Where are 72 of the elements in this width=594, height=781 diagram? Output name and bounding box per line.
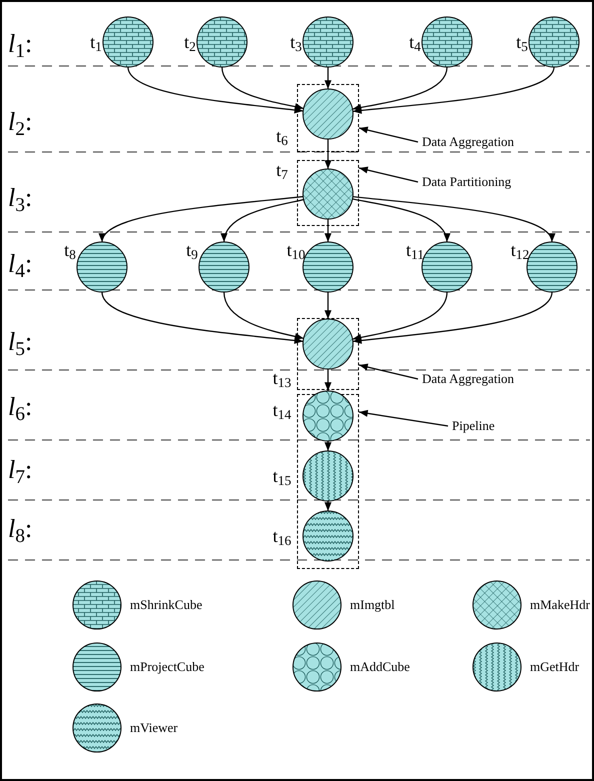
level-label: l$_{7}$: (8, 455, 32, 485)
task-label: t$_{11}$ (406, 239, 424, 261)
task-label: t$_{12}$ (510, 239, 530, 261)
task-circle (528, 16, 580, 68)
task-label: t$_{2}$ (184, 31, 196, 53)
arrow (222, 199, 304, 242)
arrow (221, 66, 304, 110)
task-label: t$_{9}$ (186, 239, 198, 261)
arrow (223, 292, 304, 340)
task-label: t$_{6}$ (276, 125, 288, 147)
task-label: t$_{14}$ (272, 399, 292, 421)
task-label: t$_{4}$ (409, 31, 421, 53)
task-label: t$_{15}$ (272, 465, 292, 487)
task-circle (302, 88, 354, 140)
arrow (324, 219, 332, 242)
task-label: t$_{1}$ (90, 31, 102, 53)
task-circle (302, 168, 354, 220)
task-label: t$_{3}$ (290, 31, 302, 53)
task-label: t$_{13}$ (272, 367, 292, 389)
task-circle (102, 16, 154, 68)
arrow (352, 196, 553, 242)
arrow (352, 66, 448, 111)
legend-text: mImgtbl (350, 596, 395, 614)
arrow (352, 292, 553, 344)
arrow (127, 66, 304, 114)
legend-text: mShrinkCube (130, 596, 202, 614)
legend-text: mGetHdr (530, 658, 580, 676)
task-circle (302, 318, 354, 370)
task-circle (302, 390, 354, 442)
arrow (352, 66, 555, 114)
arrow (324, 369, 332, 391)
legend-text: mAddCube (350, 658, 410, 676)
level-label: l$_{8}$: (8, 514, 32, 544)
task-label: t$_{8}$ (64, 239, 76, 261)
level-label: l$_{2}$: (8, 107, 32, 137)
level-label: l$_{1}$: (8, 29, 32, 59)
level-label: l$_{6}$: (8, 392, 32, 422)
leader-arrow (358, 410, 448, 427)
arrow (324, 441, 332, 451)
level-label: l$_{4}$: (8, 249, 32, 279)
arrow (352, 292, 448, 341)
task-circle (198, 241, 250, 293)
arrow (324, 67, 332, 89)
arrow (324, 501, 332, 511)
annotation-text: Pipeline (452, 417, 495, 435)
leader-arrow (358, 166, 418, 183)
task-label: t$_{10}$ (286, 239, 306, 261)
arrow (324, 139, 332, 169)
task-label: t$_{5}$ (516, 31, 528, 53)
task-circle (302, 16, 354, 68)
arrow (101, 292, 304, 344)
task-circle (196, 16, 248, 68)
arrow (352, 198, 449, 242)
legend-text: mViewer (130, 719, 178, 737)
arrow (101, 196, 304, 242)
task-circle (302, 510, 354, 562)
leader-arrow (358, 364, 418, 380)
legend-text: mProjectCube (130, 658, 204, 676)
legend-text: mMakeHdr (530, 596, 590, 614)
level-label: l$_{5}$: (8, 327, 32, 357)
task-circle (421, 16, 473, 68)
annotation-text: Data Partitioning (422, 173, 512, 191)
annotation-text: Data Aggregation (422, 370, 514, 388)
arrow (324, 292, 332, 319)
leader-arrow (358, 126, 418, 143)
task-circle (302, 450, 354, 502)
task-circle (421, 241, 473, 293)
level-label: l$_{3}$: (8, 183, 32, 213)
task-label: t$_{7}$ (276, 159, 288, 181)
task-label: t$_{16}$ (272, 525, 292, 547)
annotation-text: Data Aggregation (422, 133, 514, 151)
task-circle (76, 241, 128, 293)
